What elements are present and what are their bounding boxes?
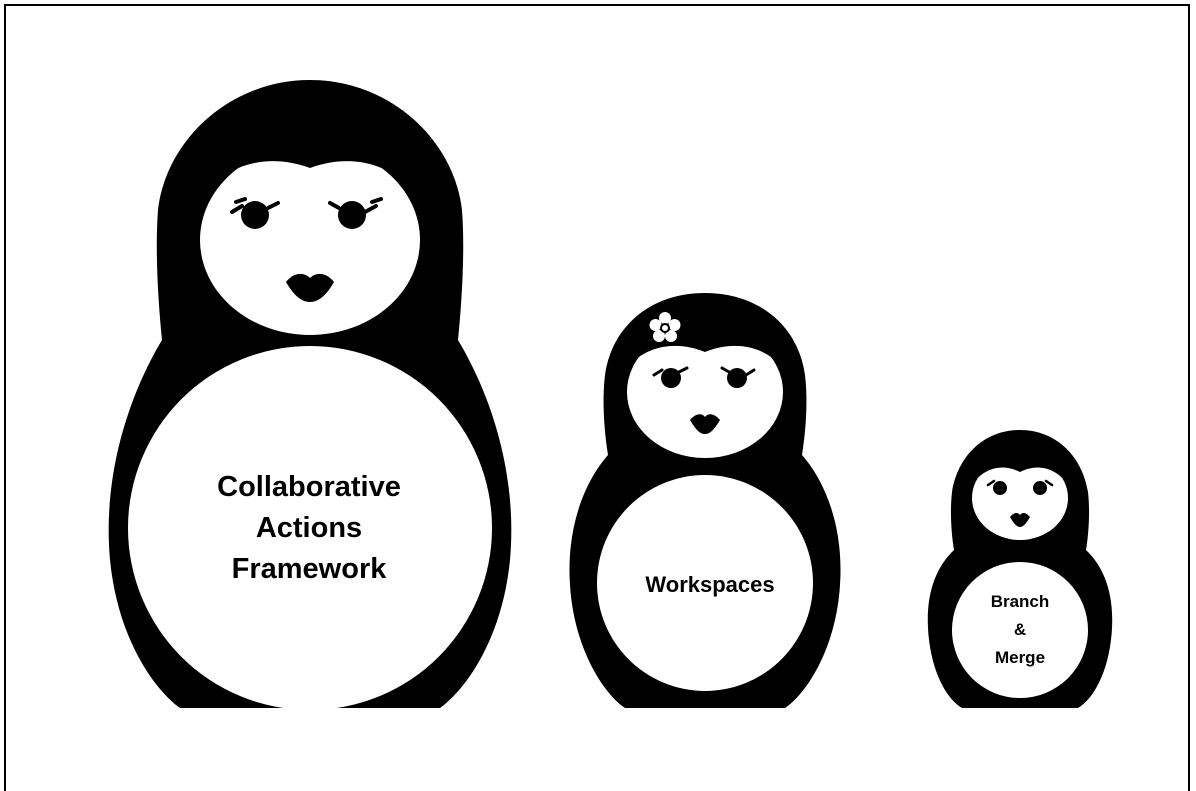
label-line: &: [1013, 620, 1027, 639]
doll-large-belly: [128, 346, 492, 710]
doll-large: [108, 80, 512, 710]
doll-medium-lips: [690, 414, 720, 434]
label-workspaces: Workspaces: [598, 558, 822, 612]
doll-large-left-eye: [230, 197, 280, 229]
doll-small-face: [972, 456, 1068, 540]
doll-large-hair: [200, 118, 420, 200]
doll-small: [927, 430, 1113, 708]
label-line: Workspaces: [645, 572, 775, 597]
label-collaborative-actions-framework: Collaborative Actions Framework: [164, 448, 454, 608]
label-branch-and-merge: Branch & Merge: [950, 578, 1090, 682]
doll-large-right-eye: [328, 197, 383, 229]
doll-large-lips: [286, 273, 334, 302]
label-line: Framework: [231, 552, 387, 585]
doll-small-hair: [972, 448, 1068, 485]
label-line: Actions: [255, 511, 363, 544]
label-line: Collaborative: [217, 470, 401, 503]
doll-small-belly: [952, 562, 1088, 698]
doll-small-left-eye: [986, 479, 1007, 495]
doll-medium-left-eye: [652, 366, 689, 388]
flower-icon: [649, 312, 681, 342]
doll-medium: [569, 293, 841, 708]
label-line: Branch: [990, 592, 1050, 611]
label-line: Merge: [994, 648, 1046, 667]
doll-medium-belly: [597, 475, 813, 691]
doll-medium-face: [627, 326, 783, 458]
doll-small-right-eye: [1033, 479, 1054, 495]
doll-large-face: [200, 145, 420, 335]
doll-small-lips: [1010, 512, 1030, 527]
diagram-border: [4, 4, 1190, 791]
doll-medium-right-eye: [720, 366, 756, 388]
